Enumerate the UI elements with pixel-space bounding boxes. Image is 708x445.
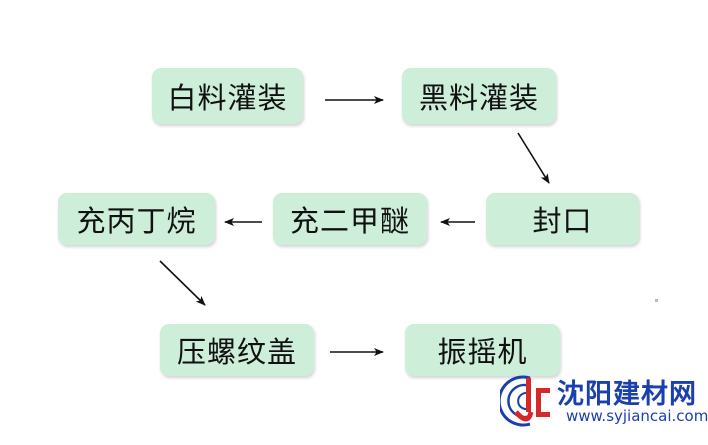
step-shaker: 振摇机 (405, 324, 560, 376)
step-screw-cap-pressing: 压螺纹盖 (160, 324, 314, 376)
step-label: 充丙丁烷 (76, 204, 197, 238)
step-white-material-filling: 白料灌装 (152, 68, 303, 124)
step-label: 白料灌装 (167, 81, 288, 115)
step-label: 黑料灌装 (418, 81, 539, 115)
step-label: 压螺纹盖 (176, 335, 297, 369)
step-propane-butane-filling: 充丙丁烷 (58, 193, 215, 245)
arrow-n5-n6 (159, 260, 206, 306)
step-label: 封口 (532, 204, 593, 238)
arrow-n2-n3 (517, 132, 550, 184)
step-label: 充二甲醚 (289, 204, 410, 238)
step-label: 振摇机 (437, 335, 528, 369)
watermark-site-name: 沈阳建材网 (557, 379, 697, 410)
step-dme-filling: 充二甲醚 (273, 193, 427, 245)
watermark-logo-icon (500, 375, 550, 427)
stray-dot (655, 299, 658, 302)
step-black-material-filling: 黑料灌装 (402, 68, 556, 124)
watermark-site-url: www.syjiancai.com (566, 407, 708, 425)
step-sealing: 封口 (486, 193, 639, 245)
